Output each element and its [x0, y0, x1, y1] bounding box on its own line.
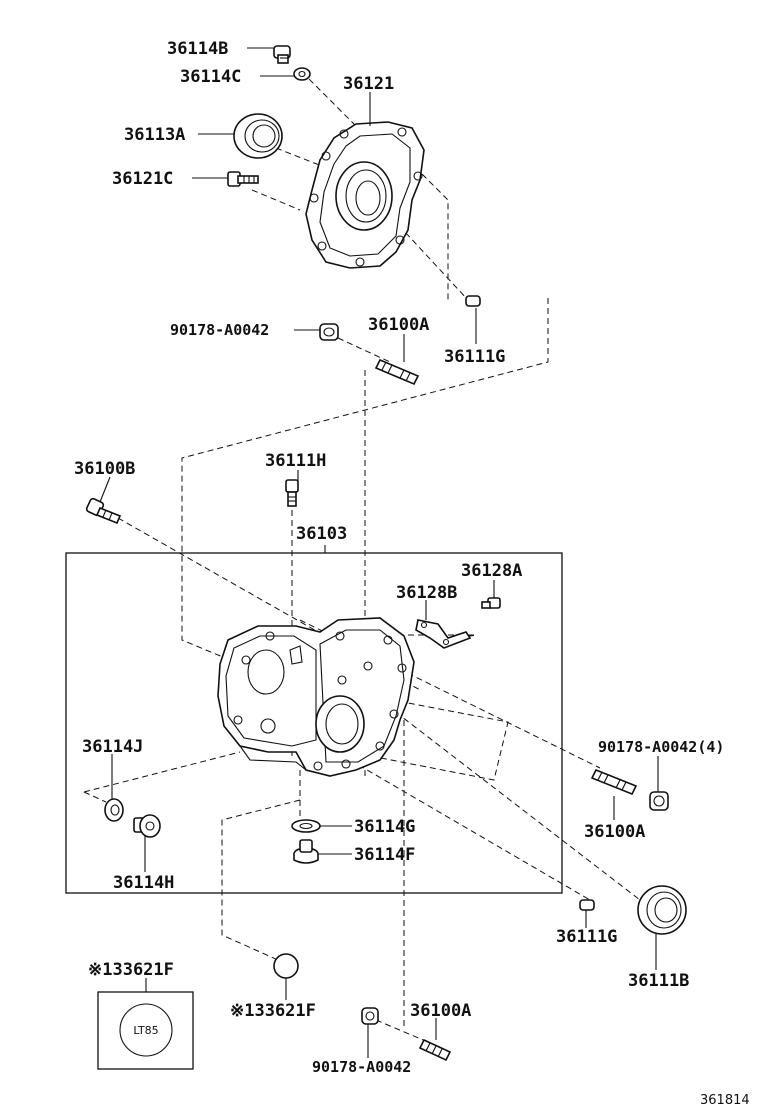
label-36114C: 36114C	[180, 67, 241, 87]
part-36100A-stud-bottom	[418, 1038, 452, 1062]
part-36121C-bolt	[227, 171, 259, 187]
part-36111H-switch	[285, 479, 299, 507]
part-36113A-oil-seal	[233, 113, 283, 159]
part-36100A-stud-right	[590, 768, 638, 796]
part-36114G-washer	[291, 819, 321, 833]
label-36100A-bottom: 36100A	[410, 1001, 471, 1021]
label-33621F-box: ※133621F	[88, 960, 174, 980]
label-36128B: 36128B	[396, 583, 457, 603]
part-33621F-sticker	[273, 953, 299, 979]
label-36114H: 36114H	[113, 873, 174, 893]
part-90178-nut-right	[649, 791, 669, 811]
label-36111B: 36111B	[628, 971, 689, 991]
label-36121C: 36121C	[112, 169, 173, 189]
part-90178-nut-bottom	[361, 1007, 379, 1025]
label-90178-top: 90178-A0042	[170, 321, 269, 339]
label-36128A: 36128A	[461, 561, 522, 581]
part-36114B-plug	[273, 45, 291, 64]
part-36128B-bracket	[415, 619, 472, 649]
assembly-group-frame	[65, 552, 563, 894]
label-36114J: 36114J	[82, 737, 143, 757]
reference-code: 361814	[700, 1093, 750, 1108]
part-36111G-pin-bottom	[579, 899, 595, 911]
label-90178-bottom: 90178-A0042	[312, 1058, 411, 1076]
part-36114H-plug	[133, 814, 161, 838]
part-36114C-washer	[293, 67, 311, 81]
part-36100B-bolt	[85, 497, 122, 525]
part-36100A-stud-top	[374, 358, 420, 386]
label-33621F: ※133621F	[230, 1001, 316, 1021]
part-36111B-oil-seal	[637, 885, 687, 935]
label-36103: 36103	[296, 524, 347, 544]
label-36100B: 36100B	[74, 459, 135, 479]
part-36103-transfer-case	[217, 617, 415, 777]
part-36121-extension-housing	[305, 121, 425, 269]
part-36114F-plug	[293, 839, 319, 864]
label-36113A: 36113A	[124, 125, 185, 145]
label-36121: 36121	[343, 74, 394, 94]
part-90178-nut-top	[319, 323, 339, 341]
sealant-box: LT85	[97, 978, 194, 1070]
label-36100A-right: 36100A	[584, 822, 645, 842]
label-36114F: 36114F	[354, 845, 415, 865]
label-90178-right: 90178-A0042(4)	[598, 738, 724, 756]
label-36114G: 36114G	[354, 817, 415, 837]
label-36111G-top: 36111G	[444, 347, 505, 367]
part-36128A-bolt	[481, 597, 501, 609]
label-36100A-top: 36100A	[368, 315, 429, 335]
label-36114B: 36114B	[167, 39, 228, 59]
part-36114J-washer	[104, 798, 124, 822]
leader-lines	[99, 47, 659, 1058]
sealant-badge: LT85	[133, 1024, 158, 1037]
label-36111H: 36111H	[265, 451, 326, 471]
part-labels: 36114B 36114C 36121 36113A 36121C 90178-…	[74, 39, 724, 1076]
label-36111G-bottom: 36111G	[556, 927, 617, 947]
part-36111G-pin-top	[465, 295, 481, 307]
